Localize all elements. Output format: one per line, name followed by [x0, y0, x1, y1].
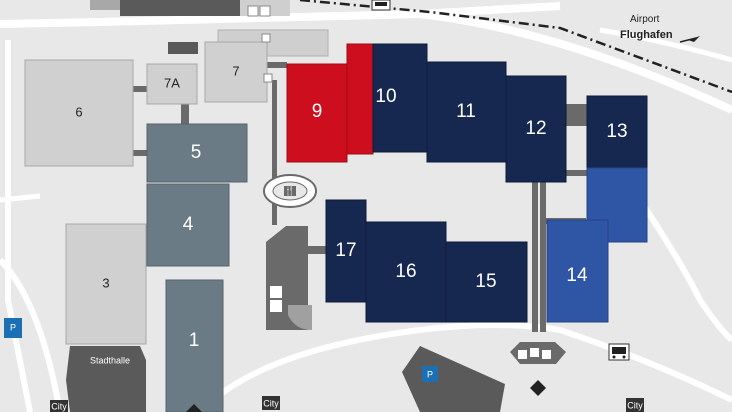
stadthalle[interactable]: Stadthalle: [66, 346, 146, 412]
flughafen-label: Flughafen: [620, 29, 673, 41]
restaurant-icon: 🍴: [284, 184, 295, 196]
svg-text:9: 9: [312, 101, 323, 122]
svg-text:7A: 7A: [164, 75, 180, 90]
parking-icon: P: [427, 369, 433, 379]
hall-13[interactable]: 13: [586, 95, 648, 169]
city-sign-left: City: [50, 400, 68, 412]
svg-text:7: 7: [232, 63, 239, 78]
svg-text:6: 6: [75, 104, 82, 119]
svg-text:12: 12: [525, 118, 546, 139]
hall-9[interactable]: 9: [286, 63, 348, 163]
svg-text:City: City: [263, 398, 279, 408]
entrance-arrow-icon: [186, 404, 202, 412]
hall-6[interactable]: 6: [24, 59, 134, 167]
hall-12[interactable]: 12: [505, 75, 567, 183]
city-sign-center: City: [262, 396, 280, 410]
hall-5[interactable]: 5: [146, 123, 248, 183]
hall-15[interactable]: 15: [445, 241, 528, 323]
hall-1[interactable]: 1: [165, 279, 224, 412]
parking-garage[interactable]: P: [402, 346, 505, 412]
restaurant-pavilion: 🍴: [263, 174, 317, 208]
building-top: [120, 0, 240, 16]
hall-9-annex: [346, 43, 374, 155]
parking-left[interactable]: P: [4, 318, 22, 338]
svg-text:14: 14: [566, 265, 588, 286]
svg-text:3: 3: [102, 275, 109, 290]
svg-text:5: 5: [191, 142, 202, 163]
airport-label: Airport: [630, 14, 660, 25]
svg-text:City: City: [51, 401, 67, 411]
railway-line: [299, 0, 732, 94]
airport-direction[interactable]: Airport Flughafen: [620, 14, 700, 43]
hall-17[interactable]: 17: [325, 199, 367, 303]
svg-text:4: 4: [183, 214, 194, 235]
bus-stop[interactable]: [608, 343, 630, 361]
svg-text:10: 10: [375, 86, 396, 107]
svg-text:1: 1: [189, 330, 200, 351]
hall-10[interactable]: 10: [372, 43, 428, 153]
hall-11[interactable]: 11: [426, 61, 507, 163]
svg-text:13: 13: [606, 121, 627, 142]
stadthalle-label: Stadthalle: [90, 355, 130, 365]
hall-7a[interactable]: 7A: [146, 63, 198, 105]
hall-3[interactable]: 3: [65, 223, 147, 345]
svg-text:15: 15: [475, 271, 496, 292]
svg-text:17: 17: [335, 240, 356, 261]
info-icon: i: [275, 286, 277, 296]
city-sign-right: City: [626, 398, 644, 412]
hall-4[interactable]: 4: [146, 183, 230, 267]
svg-text:City: City: [627, 400, 643, 410]
bus-icon: [371, 0, 391, 11]
parking-icon: P: [10, 322, 16, 332]
hall-7[interactable]: 7: [204, 41, 268, 103]
hall-16[interactable]: 16: [365, 221, 447, 323]
escalator-icon: [530, 380, 546, 396]
hall-14[interactable]: 14: [546, 219, 609, 323]
svg-text:11: 11: [456, 101, 476, 122]
svg-text:16: 16: [395, 261, 416, 282]
entrance-south: [510, 342, 566, 396]
